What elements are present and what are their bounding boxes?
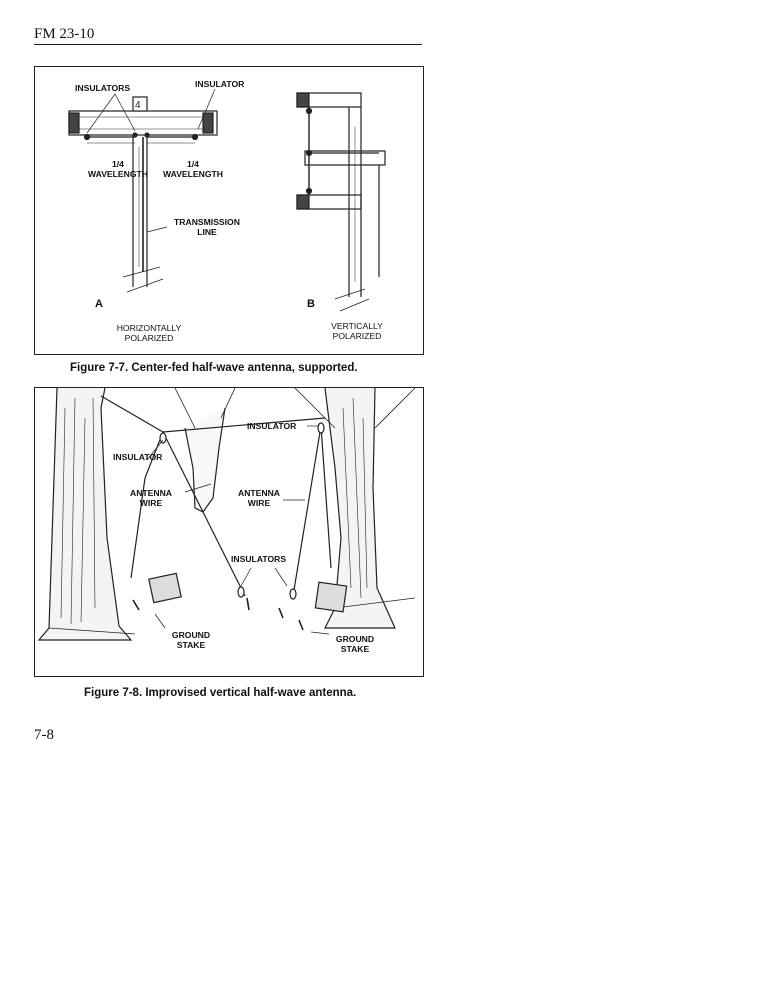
label-antenna-wire-left: ANTENNA WIRE: [119, 488, 183, 508]
label-quarter-left-fraction: 1/4: [112, 159, 124, 169]
label-ground-stake-right: GROUND STAKE: [323, 634, 387, 654]
label-antenna-left: ANTENNA: [129, 488, 172, 498]
label-transmission-line: TRANSMISSION LINE: [167, 217, 247, 237]
page-header: FM 23-10: [34, 24, 422, 45]
label-stake-left: STAKE: [176, 640, 206, 650]
label-vertically-polarized: VERTICALLY POLARIZED: [309, 321, 405, 341]
figure-7-7-panel: 4: [34, 66, 424, 355]
figure-7-8-caption: Figure 7-8. Improvised vertical half-wav…: [84, 687, 357, 699]
antenna-illustration-supported: 4: [68, 88, 386, 312]
label-panel-b: B: [307, 298, 315, 310]
label-line: LINE: [197, 227, 217, 237]
label-ground-right: GROUND: [335, 634, 375, 644]
figure-7-7-caption: Figure 7-7. Center-fed half-wave antenna…: [70, 362, 358, 374]
label-wire-right: WIRE: [247, 498, 271, 508]
label-horizontally-polarized: HORIZONTALLY POLARIZED: [99, 323, 199, 343]
label-antenna-wire-right: ANTENNA WIRE: [227, 488, 291, 508]
label-insulator-top: INSULATOR: [247, 421, 297, 431]
label-ground-left: GROUND: [171, 630, 211, 640]
label-panel-a: A: [95, 298, 103, 310]
label-insulator: INSULATOR: [195, 79, 245, 89]
manual-id: FM 23-10: [34, 26, 95, 42]
label-horizontally: HORIZONTALLY: [116, 323, 182, 333]
label-quarter-right-unit: WAVELENGTH: [163, 169, 223, 179]
label-insulators: INSULATORS: [231, 554, 287, 564]
label-wire-left: WIRE: [139, 498, 163, 508]
label-transmission: TRANSMISSION: [174, 217, 240, 227]
label-insulators: INSULATORS: [75, 83, 131, 93]
label-stake-right: STAKE: [340, 644, 370, 654]
svg-text:4: 4: [135, 100, 141, 111]
antenna-illustration-improvised: [37, 388, 416, 641]
label-quarter-right-fraction: 1/4: [187, 159, 199, 169]
figure-7-8-panel: INSULATOR INSULATOR ANTENNA WIRE ANTENNA…: [34, 387, 424, 677]
label-antenna-right: ANTENNA: [237, 488, 280, 498]
label-insulator-left: INSULATOR: [113, 452, 163, 462]
label-quarter-right: 1/4 WAVELENGTH: [153, 159, 233, 179]
label-quarter-left: 1/4 WAVELENGTH: [83, 159, 153, 179]
label-vertically: VERTICALLY: [331, 321, 383, 331]
label-quarter-left-unit: WAVELENGTH: [88, 169, 148, 179]
label-polarized-a: POLARIZED: [124, 333, 174, 343]
page-number: 7-8: [34, 727, 54, 743]
label-polarized-b: POLARIZED: [332, 331, 382, 341]
label-ground-stake-left: GROUND STAKE: [159, 630, 223, 650]
